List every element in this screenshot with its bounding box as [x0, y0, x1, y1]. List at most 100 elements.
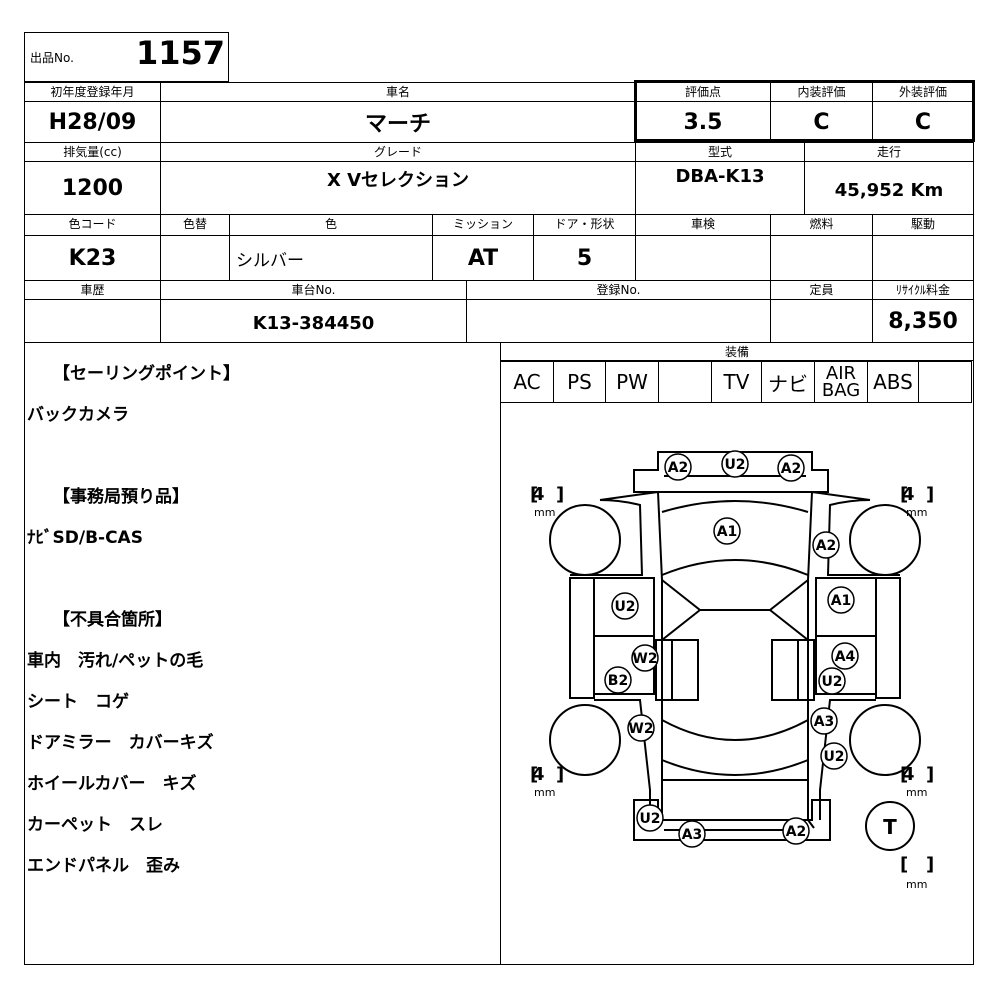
color-header: 色 [229, 214, 433, 236]
svg-text:U2: U2 [614, 599, 635, 615]
equipment-airbag: AIR BAG [814, 361, 868, 403]
mileage-value: 45,952 Km [804, 161, 974, 215]
reg-year-header: 初年度登録年月 [24, 82, 161, 102]
transmission-value: AT [432, 235, 534, 281]
svg-text:[: [ [900, 484, 908, 505]
car-name-value: マーチ [160, 101, 636, 143]
equipment-header: 装備 [724, 345, 749, 359]
grade-header: グレード [160, 142, 636, 162]
damage-mark: A3 [810, 707, 838, 735]
doors-header: ドア・形状 [533, 214, 636, 236]
defect-item: ドアミラー カバーキズ [27, 732, 214, 753]
damage-mark: W2 [631, 644, 659, 672]
registration-value [466, 299, 771, 343]
svg-text:W2: W2 [632, 651, 657, 667]
inspection-header: 車検 [635, 214, 771, 236]
svg-text:[: [ [530, 764, 538, 785]
svg-text:]: ] [926, 764, 934, 785]
model-header: 型式 [635, 142, 805, 162]
capacity-value [770, 299, 873, 343]
damage-mark: A4 [831, 642, 859, 670]
tire-unit-fl: mm [534, 506, 555, 519]
car-name-header: 車名 [160, 82, 636, 102]
equipment-divider [500, 360, 974, 361]
color-change-value [160, 235, 230, 281]
svg-text:[: [ [530, 484, 538, 505]
damage-mark: U2 [818, 667, 846, 695]
selling-points-text: バックカメラ [27, 404, 129, 425]
chassis-value: K13-384450 [160, 299, 467, 343]
damage-mark: U2 [721, 450, 749, 478]
svg-text:W2: W2 [628, 721, 653, 737]
svg-text:[: [ [900, 854, 908, 875]
damage-mark: A2 [812, 531, 840, 559]
svg-text:A3: A3 [814, 714, 835, 730]
drive-header: 駆動 [872, 214, 974, 236]
lot-number-value: 1157 [135, 34, 225, 72]
damage-mark: W2 [627, 714, 655, 742]
defect-item: 車内 汚れ/ペットの毛 [27, 650, 204, 671]
damage-mark: U2 [636, 804, 664, 832]
office-items-text: ﾅﾋﾞSD/B-CAS [27, 527, 143, 548]
displacement-value: 1200 [24, 161, 161, 215]
svg-text:]: ] [926, 484, 934, 505]
equipment-pw: PW [605, 361, 659, 403]
model-value: DBA-K13 [635, 161, 805, 215]
equipment-ac: AC [500, 361, 554, 403]
history-header: 車歴 [24, 280, 161, 300]
svg-text:B2: B2 [608, 673, 628, 689]
svg-text:]: ] [556, 484, 564, 505]
color-code-header: 色コード [24, 214, 161, 236]
damage-mark: A2 [782, 817, 810, 845]
damage-mark: U2 [820, 742, 848, 770]
svg-text:A4: A4 [835, 649, 856, 665]
tire-unit-rr: mm [906, 786, 927, 799]
damage-mark: A3 [678, 820, 706, 848]
svg-text:U2: U2 [724, 457, 745, 473]
reg-year-value: H28/09 [24, 101, 161, 143]
drive-value [872, 235, 974, 281]
tire-depth-front-right: 4 [902, 484, 915, 505]
equipment-abs: ABS [867, 361, 919, 403]
diagram-panel [500, 342, 974, 965]
selling-points-header: 【セーリングポイント】 [53, 363, 240, 384]
damage-mark: U2 [611, 592, 639, 620]
equipment-blank-2 [918, 361, 972, 403]
svg-text:A2: A2 [668, 460, 689, 476]
recycle-header: ﾘｻｲｸﾙ料金 [872, 280, 974, 300]
fuel-value [770, 235, 873, 281]
tire-unit-fr: mm [906, 506, 927, 519]
office-items-header: 【事務局預り品】 [53, 486, 189, 507]
history-value [24, 299, 161, 343]
svg-text:A2: A2 [786, 824, 807, 840]
capacity-header: 定員 [770, 280, 873, 300]
svg-text:U2: U2 [823, 749, 844, 765]
displacement-header: 排気量(cc) [24, 142, 161, 162]
svg-text:A3: A3 [682, 827, 703, 843]
svg-text:A2: A2 [816, 538, 837, 554]
defect-item: カーペット スレ [27, 814, 163, 835]
svg-text:A1: A1 [831, 593, 852, 609]
lot-number-box [24, 32, 229, 82]
defect-item: ホイールカバー キズ [27, 773, 197, 794]
damage-mark: A1 [713, 517, 741, 545]
defect-item: エンドパネル 歪み [27, 855, 180, 876]
fuel-header: 燃料 [770, 214, 873, 236]
svg-text:]: ] [926, 854, 934, 875]
equipment-ps: PS [553, 361, 606, 403]
damage-mark: A1 [827, 586, 855, 614]
damage-mark: B2 [604, 666, 632, 694]
color-change-header: 色替 [160, 214, 230, 236]
tire-depth-rear-left: 4 [532, 764, 545, 785]
doors-value: 5 [533, 235, 636, 281]
tire-depth-rear-right: 4 [902, 764, 915, 785]
tire-unit-spare: mm [906, 878, 927, 891]
inspection-value [635, 235, 771, 281]
defects-header: 【不具合箇所】 [53, 609, 172, 630]
svg-text:A1: A1 [717, 524, 738, 540]
tire-depth-front-left: 4 [532, 484, 545, 505]
rating-frame [634, 80, 975, 142]
color-value: シルバー [229, 235, 433, 281]
equipment-navi: ナビ [761, 361, 815, 403]
